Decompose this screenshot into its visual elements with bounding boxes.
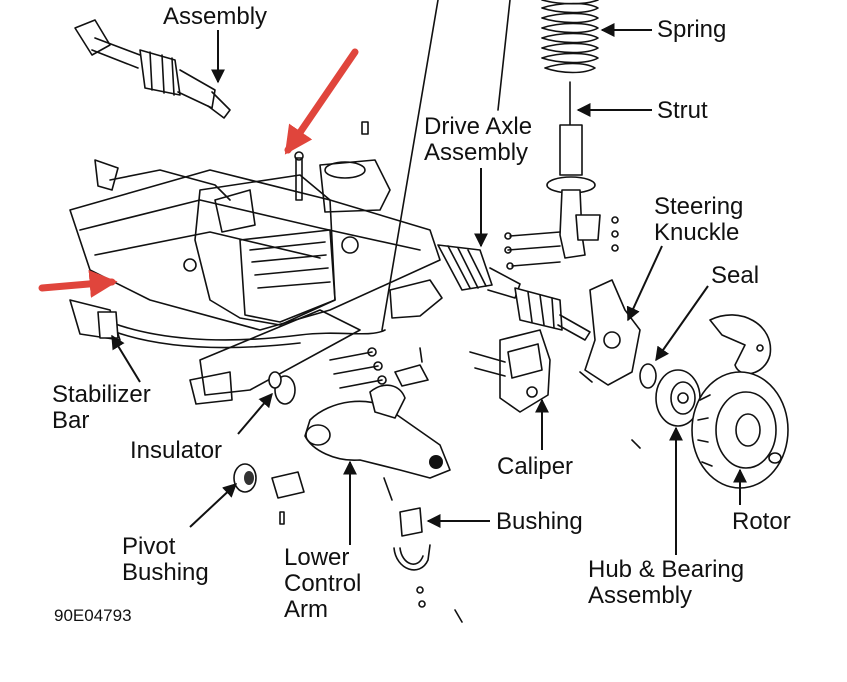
label-assembly-top: Assembly (163, 3, 268, 30)
label-drive-axle: Drive Axle Assembly (424, 113, 533, 166)
label-bushing: Bushing (496, 508, 583, 535)
leader-lines (111, 23, 747, 555)
coil-spring (541, 0, 599, 74)
label-caliper: Caliper (497, 453, 574, 480)
steering-knuckle-part (579, 279, 641, 386)
subframe-bolts (329, 347, 387, 389)
highlight-arrows (38, 48, 359, 298)
label-pivot-bushing: Pivot Bushing (122, 533, 209, 586)
highlight-arrow-top (284, 48, 359, 155)
dust-shield (709, 314, 772, 375)
label-spring: Spring (657, 16, 727, 43)
label-steering-knuckle: Steering Knuckle (654, 193, 744, 246)
label-seal: Seal (711, 262, 760, 289)
pivot-bushing-part (233, 463, 305, 525)
label-hub-bearing: Hub & Bearing Assembly (588, 556, 745, 609)
bushing-part (383, 477, 463, 623)
label-strut: Strut (657, 97, 708, 124)
seal-part (639, 363, 657, 389)
rotor-part (691, 371, 789, 489)
caliper-part (469, 329, 551, 413)
strut-part (504, 81, 619, 270)
stabilizer-bar (99, 317, 386, 341)
highlight-arrow-left (38, 269, 118, 298)
label-rotor: Rotor (732, 508, 791, 535)
figure-code: 90E04793 (54, 606, 132, 625)
upper-drive-shaft (74, 19, 231, 119)
engine-cradle (69, 159, 443, 405)
hub-bearing-part (631, 369, 701, 449)
drive-axle-part (437, 244, 591, 341)
lower-control-arm-part (304, 347, 451, 479)
transaxle (183, 159, 391, 326)
label-lower-control-arm: Lower Control Arm (284, 544, 362, 623)
label-insulator: Insulator (130, 437, 223, 464)
label-stabilizer-bar: Stabilizer Bar (52, 381, 151, 434)
